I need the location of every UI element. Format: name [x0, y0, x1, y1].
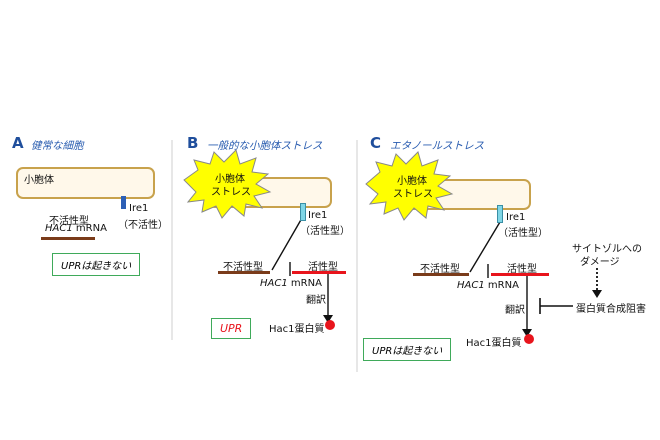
- panel-c-inactive-mrna-bar: [413, 273, 469, 276]
- panel-b-title: 一般的な小胞体ストレス: [207, 140, 323, 152]
- panel-b-active-label: 活性型: [308, 262, 338, 273]
- panel-a-mrna: mRNA: [72, 223, 107, 234]
- panel-c-cytosol-line2: ダメージ: [580, 257, 620, 268]
- panel-c-cytosol-line1: サイトゾルへの: [572, 244, 642, 255]
- panel-c-burst-line2: ストレス: [393, 189, 433, 200]
- ire1-to-splice-line-b: [271, 217, 303, 271]
- panel-b-ire1-icon: [300, 203, 306, 221]
- panel-b-ire1-label: Ire1: [308, 210, 328, 221]
- panel-b-translation-label: 翻訳: [306, 295, 326, 306]
- panel-b-result-box: UPR: [211, 318, 252, 339]
- panel-b-stress-burst: [183, 149, 272, 219]
- panel-a-ire1-icon: [121, 196, 126, 209]
- damage-dotted-arrowhead-c: [592, 290, 602, 298]
- translation-arrowhead-b: [323, 315, 333, 323]
- panel-c-letter: C: [370, 134, 382, 152]
- translation-arrowhead-c: [522, 329, 532, 337]
- panel-b-ire1-state: （活性型）: [300, 226, 350, 237]
- panel-a-er: [16, 167, 155, 199]
- panel-b-mrna: mRNA: [287, 278, 322, 289]
- panel-b-burst-line1: 小胞体: [215, 174, 245, 185]
- panel-b-mrna-label: HAC1 mRNA: [260, 278, 322, 289]
- panel-c-protein-label: Hac1蛋白質: [466, 338, 522, 349]
- panel-c-title: エタノールストレス: [390, 140, 485, 152]
- ire1-to-splice-line-c: [469, 221, 501, 273]
- panel-a-inactive-mrna-bar: [41, 237, 95, 240]
- panel-b-protein-label: Hac1蛋白質: [269, 324, 325, 335]
- panel-c-burst-line1: 小胞体: [397, 176, 427, 187]
- panel-a-inactive-label: 不活性型: [49, 216, 89, 227]
- panel-c-result-box: UPRは起きない: [363, 338, 452, 361]
- panel-a-ire1-label: Ire1: [129, 203, 149, 214]
- panel-a-result-box: UPRは起きない: [52, 253, 141, 276]
- panel-c-mrna: mRNA: [484, 280, 519, 291]
- panel-b-inactive-mrna-bar: [218, 271, 270, 274]
- panel-c-active-label: 活性型: [507, 264, 537, 275]
- panel-a-title: 健常な細胞: [31, 140, 84, 152]
- panel-c-stress-burst: [365, 151, 454, 221]
- panel-c-ire1-state: （活性型）: [498, 228, 548, 239]
- panel-a-ire1-state: （不活性）: [118, 220, 168, 231]
- panel-b-active-mrna-bar: [292, 271, 346, 274]
- panel-c-inactive-label: 不活性型: [420, 264, 460, 275]
- panel-c-active-mrna-bar: [491, 273, 549, 276]
- panel-c-mrna-label: HAC1 mRNA: [457, 280, 519, 291]
- panel-b-gene: HAC1: [260, 278, 288, 289]
- panel-c-ire1-label: Ire1: [506, 212, 526, 223]
- panel-a-er-label: 小胞体: [24, 175, 54, 186]
- panel-a-mrna-label: HAC1 mRNA: [45, 223, 107, 234]
- panel-c-gene: HAC1: [457, 280, 485, 291]
- panel-b-inactive-label: 不活性型: [223, 262, 263, 273]
- panel-a-gene: HAC1: [45, 223, 73, 234]
- panel-c-ire1-icon: [497, 205, 503, 223]
- panel-c-translation-label: 翻訳: [505, 305, 525, 316]
- panel-c-protein-dot: [524, 334, 534, 344]
- panel-b-burst-line2: ストレス: [211, 187, 251, 198]
- panel-a-letter: A: [12, 134, 24, 152]
- panel-b-letter: B: [187, 134, 199, 152]
- panel-b-protein-dot: [325, 320, 335, 330]
- panel-c-inhibition-label: 蛋白質合成阻害: [576, 304, 646, 315]
